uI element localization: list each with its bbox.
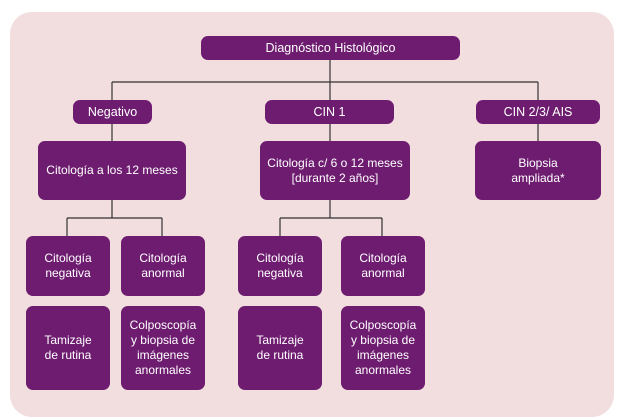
node-label-line: [durante 2 años] bbox=[291, 170, 379, 185]
root-label: Diagnóstico Histológico bbox=[265, 40, 396, 55]
node-label-line: de rutina bbox=[44, 348, 92, 362]
node-biopsia-ampliada: Biopsia ampliada* bbox=[475, 141, 601, 200]
node-label-line: Tamizaje bbox=[256, 333, 304, 347]
node-label-line: imágenes bbox=[136, 348, 190, 362]
node-citologia-anormal: Citología anormal bbox=[121, 236, 205, 296]
node-label: CIN 1 bbox=[313, 104, 346, 119]
node-label-line: anormales bbox=[354, 363, 412, 377]
node-label-line: Citología bbox=[139, 251, 187, 265]
node-cin1: CIN 1 bbox=[265, 100, 394, 124]
node-label-line: Colposcopía bbox=[349, 318, 417, 332]
node-label-line: Citología c/ 6 o 12 meses bbox=[267, 155, 403, 170]
node-label-line: anormal bbox=[141, 266, 185, 280]
node-label-line: Tamizaje bbox=[44, 333, 92, 347]
node-colposcopia-biopsia: Colposcopía y biopsia de imágenes anorma… bbox=[341, 306, 425, 390]
node-citologia-anormal: Citología anormal bbox=[341, 236, 425, 296]
node-tamizaje-de-rutina: Tamizaje de rutina bbox=[238, 306, 322, 390]
node-citologia-6-12-meses: Citología c/ 6 o 12 meses [durante 2 año… bbox=[260, 141, 410, 200]
node-label: Citología a los 12 meses bbox=[46, 163, 178, 177]
node-label: CIN 2/3/ AIS bbox=[503, 104, 573, 119]
node-cin2-3-ais: CIN 2/3/ AIS bbox=[476, 100, 600, 124]
node-label-line: Citología bbox=[44, 251, 92, 265]
node-citologia-negativa: Citología negativa bbox=[26, 236, 110, 296]
root-node: Diagnóstico Histológico bbox=[201, 36, 460, 60]
node-citologia-12-meses: Citología a los 12 meses bbox=[38, 141, 186, 200]
node-label-line: negativa bbox=[257, 266, 303, 280]
node-label-line: Citología bbox=[256, 251, 304, 265]
node-label-line: imágenes bbox=[356, 348, 410, 362]
node-label: Negativo bbox=[87, 104, 138, 119]
node-citologia-negativa: Citología negativa bbox=[238, 236, 322, 296]
node-label-line: y biopsia de bbox=[130, 333, 196, 347]
node-label-line: y biopsia de bbox=[350, 333, 416, 347]
node-tamizaje-de-rutina: Tamizaje de rutina bbox=[26, 306, 110, 390]
node-label-line: de rutina bbox=[256, 348, 304, 362]
node-label-line: anormal bbox=[361, 266, 405, 280]
node-label-line: negativa bbox=[45, 266, 91, 280]
node-label-line: anormales bbox=[134, 363, 192, 377]
node-label-line: Biopsia bbox=[518, 155, 558, 170]
node-label-line: ampliada* bbox=[511, 170, 565, 185]
node-label-line: Colposcopía bbox=[129, 318, 197, 332]
node-negativo: Negativo bbox=[73, 100, 152, 124]
node-colposcopia-biopsia: Colposcopía y biopsia de imágenes anorma… bbox=[121, 306, 205, 390]
node-label-line: Citología bbox=[359, 251, 407, 265]
